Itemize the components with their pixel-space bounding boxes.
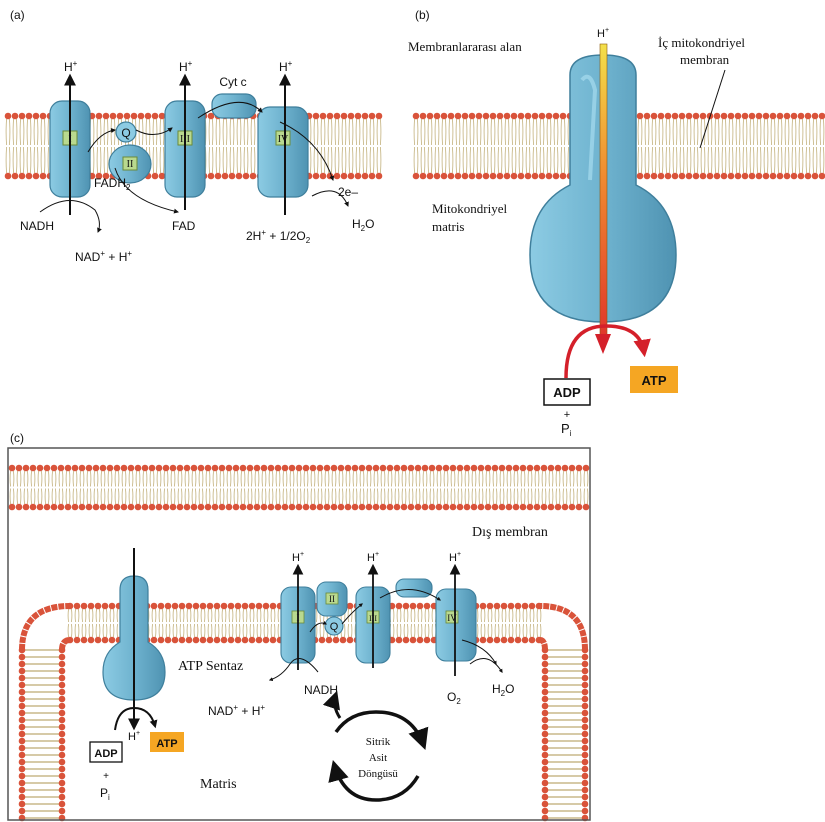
complex-ii-c: II <box>316 581 348 617</box>
ubiquinone-q-c: Q <box>324 616 344 636</box>
electrons-label: 2e– <box>338 185 358 199</box>
nadh-label: NADH <box>20 219 54 233</box>
pi-label-c: Pi <box>100 786 110 802</box>
panel-c: (c) Dış membran ATP Sentaz H+ ADP + Pi A… <box>7 431 591 821</box>
electron-path-c-4 <box>461 639 497 666</box>
proton-label-c-i: H+ <box>292 551 304 564</box>
plus-label-b: + <box>564 409 570 421</box>
panel-a: (a) I II Q III Cyt c <box>10 8 374 264</box>
electron-path-c-3 <box>379 589 441 601</box>
proton-channel-arrowhead <box>595 334 611 354</box>
nad-label: NAD+ + H+ <box>75 249 132 264</box>
panel-b-label: (b) <box>415 8 430 22</box>
proton-label-c-synthase: H+ <box>128 730 140 743</box>
electron-path-iii-cytc <box>197 101 263 119</box>
panel-c-frame <box>7 447 591 821</box>
panel-c-label: (c) <box>10 431 24 445</box>
adp-label-b: ADP <box>553 385 581 400</box>
nadh-label-c: NADH <box>304 683 338 697</box>
adp-label-c: ADP <box>94 748 117 760</box>
proton-label-iii: H+ <box>179 59 193 74</box>
proton-label-b: H+ <box>597 27 609 40</box>
matrix-label: Matris <box>200 777 237 792</box>
complex-ii: II <box>108 144 152 184</box>
nad-label-c: NAD+ + H+ <box>208 703 265 718</box>
outer-membrane-label: Dış membran <box>472 525 548 540</box>
adp-box-c: ADP <box>89 741 123 763</box>
nadh-path <box>39 200 102 233</box>
proton-label-c-iv: H+ <box>449 551 461 564</box>
atp-box-c: ATP <box>150 732 184 752</box>
electron-path-q-iii <box>135 127 173 135</box>
citric-acid-cycle: Sitrik Asit Döngüsü <box>322 690 429 802</box>
cytc-label: Cyt c <box>219 75 246 89</box>
cycle-label-line3: Döngüsü <box>358 768 398 780</box>
fadh2-label: FADH2 <box>94 176 131 192</box>
matrix-label-line2: matris <box>432 219 465 234</box>
complex-iv-label: IV <box>278 134 289 145</box>
inner-membrane-label-line1: İç mitokondriyel <box>658 35 745 50</box>
water-label-c: H2O <box>492 682 514 698</box>
q-label: Q <box>121 126 130 140</box>
inner-membrane-pointer <box>699 69 726 149</box>
water-path-c <box>469 658 503 674</box>
atp-label-c: ATP <box>156 738 177 750</box>
cycle-label-line2: Asit <box>369 752 387 764</box>
nadh-path-c <box>268 658 319 682</box>
water-label-a: H2O <box>352 217 374 233</box>
membranes <box>4 112 825 822</box>
electron-path-i-q <box>87 128 116 153</box>
complex-iv-c: IV <box>435 588 477 662</box>
proton-label-iv: H+ <box>279 59 293 74</box>
complex-ii-c-label: II <box>329 594 335 604</box>
cytochrome-c: Cyt c <box>211 75 257 119</box>
complex-ii-label: II <box>127 159 134 170</box>
atp-synthase-label: ATP Sentaz <box>178 659 243 674</box>
proton-label-c-iii: H+ <box>367 551 379 564</box>
adp-box: ADP <box>543 378 591 406</box>
pi-label-b: Pi <box>561 421 572 438</box>
inner-membrane-label-line2: membran <box>680 52 730 67</box>
complex-iv: IV <box>257 106 309 198</box>
plus-label-c: + <box>103 771 109 782</box>
proton-label-i: H+ <box>64 59 78 74</box>
o2-label-c: O2 <box>447 690 461 706</box>
cycle-label-line1: Sitrik <box>366 736 391 748</box>
atp-box: ATP <box>630 366 678 393</box>
atp-formation-arrow <box>564 324 651 379</box>
panel-a-label: (a) <box>10 8 25 22</box>
matrix-label-line1: Mitokondriyel <box>432 201 507 216</box>
ubiquinone-q: Q <box>115 121 137 143</box>
proton-channel <box>599 43 608 341</box>
atp-label-b: ATP <box>641 373 666 388</box>
fadh2-path <box>114 167 179 214</box>
complex-iv-c-label: IV <box>447 613 457 623</box>
fad-label: FAD <box>172 219 196 233</box>
q-c-label: Q <box>330 621 339 633</box>
electron-path-c-1 <box>309 620 328 633</box>
electron-path-c-2 <box>341 603 363 625</box>
intermembrane-space-label: Membranlararası alan <box>408 39 522 54</box>
cytochrome-c-c <box>395 578 433 598</box>
atp-formation-arrow-c <box>114 706 158 731</box>
electron-path-iv <box>279 121 335 181</box>
water-path <box>311 190 349 207</box>
panel-b: (b) Membranlararası alan İç mitokondriye… <box>408 8 745 438</box>
oxygen-label: 2H+ + 1/2O2 <box>246 228 311 245</box>
